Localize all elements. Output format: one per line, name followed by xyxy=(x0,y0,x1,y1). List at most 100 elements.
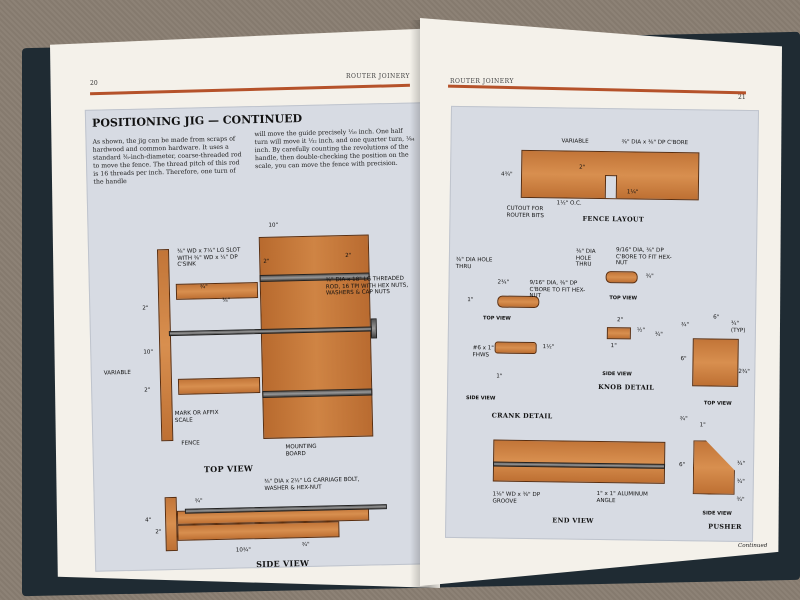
dim-side-3-4b: ¾" xyxy=(301,541,310,549)
caption-crank-detail: CRANK DETAIL xyxy=(491,411,553,421)
crank-note-fhws: #6 x 1" FHWS xyxy=(472,345,494,358)
pusher-side xyxy=(693,440,736,495)
knob-dim-3-4b: ¾" xyxy=(654,331,663,338)
header-rule-right xyxy=(448,84,746,95)
router-cutout xyxy=(604,175,618,199)
note-fence: FENCE xyxy=(181,440,200,447)
caption-side-view: SIDE VIEW xyxy=(256,557,310,570)
drawing-panel-right: VARIABLE ⅜" DIA x ⅜" DP C'BORE 2" 4¾" 1¼… xyxy=(444,105,760,543)
dim-side-10-3-4: 10¾" xyxy=(235,547,252,554)
note-mark-scale: MARK OR AFFIX SCALE xyxy=(174,409,219,424)
dim-2-b: 2" xyxy=(345,252,352,260)
dim-3-8: ⅜" xyxy=(222,297,231,304)
running-head-right: ROUTER JOINERY xyxy=(450,78,514,85)
crank-dim-1: 1" xyxy=(467,297,474,304)
page-number-right: 21 xyxy=(738,94,746,101)
caption-end-view: END VIEW xyxy=(552,516,594,525)
pusher-dim-6b: 6" xyxy=(680,356,687,363)
knob-side xyxy=(606,327,631,340)
end-note-groove: 1⅛" WD x ⅜" DP GROOVE xyxy=(492,491,541,505)
dim-2-d: 2" xyxy=(144,387,151,394)
side-base xyxy=(177,521,340,541)
right-page: ROUTER JOINERY 21 VARIABLE ⅜" DIA x ⅜" D… xyxy=(420,18,782,586)
pusher-dim-3-4: ¾" xyxy=(680,322,690,329)
page-number-left: 20 xyxy=(90,80,98,87)
pusher-top xyxy=(692,338,739,387)
top-view-drawing: 10" 2" 2" 10" 2" 2" ¾" ⅜" VARIABLE ⅜" WD… xyxy=(86,103,424,475)
fence-dim-1-1-2: 1½" O.C. xyxy=(556,200,582,207)
knob-top xyxy=(605,271,638,284)
dim-side-3-4a: ¾" xyxy=(194,498,203,505)
mounting-board xyxy=(258,234,374,439)
paragraph-2: will move the guide precisely ¹⁄₁₆ inch.… xyxy=(254,127,415,171)
knob-dim-1-2: ½" xyxy=(636,327,645,334)
header-rule-left xyxy=(90,83,410,96)
drawing-panel-left: POSITIONING JIG — CONTINUED As shown, th… xyxy=(84,102,436,572)
crank-note-hole: ⅜" DIA HOLE THRU xyxy=(455,256,493,270)
pusher-dim-6c: 6" xyxy=(678,462,686,469)
knob-dim-1: 1" xyxy=(610,343,617,350)
caption-fence-layout: FENCE LAYOUT xyxy=(582,214,645,224)
pusher-dim-3-4d: ¾" xyxy=(737,460,746,468)
crank-note-cbore: 9/16" DIA, ⅜" DP C'BORE TO FIT HEX-NUT xyxy=(529,279,586,300)
crank-dim-1b: 1" xyxy=(496,373,503,380)
fence-piece xyxy=(156,249,174,442)
crank-top-view-label: TOP VIEW xyxy=(483,315,511,322)
knob-top-view-label: TOP VIEW xyxy=(609,295,638,302)
pusher-dim-3-4-typ: ¾" (TYP) xyxy=(730,320,746,334)
pusher-drawing: 6" ¾" ¾" (TYP) 6" 2¾" TOP VIEW ¾" 1" 6" … xyxy=(452,107,758,531)
dim-width-10: 10" xyxy=(268,222,279,229)
pusher-dim-3-4e: ¾" xyxy=(736,478,745,486)
dim-2-a: 2" xyxy=(263,258,270,265)
pusher-side-view-label: SIDE VIEW xyxy=(702,510,732,517)
pusher-dim-2-3-4: 2¾" xyxy=(738,368,750,376)
note-carriage-bolt: ⅜" DIA x 2½" LG CARRIAGE BOLT, WASHER & … xyxy=(264,476,360,492)
caption-top-view: TOP VIEW xyxy=(203,463,254,475)
fence-layout-drawing: VARIABLE ⅜" DIA x ⅜" DP C'BORE 2" 4¾" 1¼… xyxy=(452,107,758,224)
fence-dim-1-1-4: 1¼" xyxy=(626,189,639,196)
left-page: 20 ROUTER JOINERY POSITIONING JIG — CONT… xyxy=(50,28,440,588)
knob-dim-3-4: ¾" xyxy=(645,273,654,280)
side-view-drawing: ⅜" DIA x 2½" LG CARRIAGE BOLT, WASHER & … xyxy=(86,103,424,569)
end-view-drawing: 1⅛" WD x ⅜" DP GROOVE 1" x 1" ALUMINUM A… xyxy=(452,107,758,525)
dim-side-2: 2" xyxy=(155,529,162,536)
knob-note-hole: ⅜" DIA HOLE THRU xyxy=(575,248,596,268)
crank-dim-2-3-4: 2¾" xyxy=(497,279,510,286)
fence-variable: VARIABLE xyxy=(561,138,589,145)
crank-side-view-label: SIDE VIEW xyxy=(465,395,496,402)
fence-note-cutout: CUTOUT FOR ROUTER BITS xyxy=(506,205,545,219)
end-note-angle: 1" x 1" ALUMINUM ANGLE xyxy=(596,490,648,504)
guide-bar-bottom xyxy=(177,377,261,395)
section-title: POSITIONING JIG — CONTINUED xyxy=(91,111,303,130)
note-mounting-board: MOUNTING BOARD xyxy=(285,443,317,457)
note-threaded-rod: ⅜" DIA x 18" LG THREADED ROD, 16 TPI WIT… xyxy=(325,275,409,297)
crank-handle xyxy=(370,318,378,339)
pusher-dim-3-4f: ¾" xyxy=(736,496,745,504)
crank-detail-drawing: ⅜" DIA HOLE THRU 2¾" 9/16" DIA, ⅜" DP C'… xyxy=(452,107,758,420)
label-variable: VARIABLE xyxy=(103,369,132,377)
knob-side-view-label: SIDE VIEW xyxy=(602,371,632,378)
note-slot: ⅜" WD x 7¼" LG SLOT WITH ⅜" WD x ¼" DP C… xyxy=(176,247,241,268)
fence-dim-2: 2" xyxy=(579,164,586,171)
pusher-top-view-label: TOP VIEW xyxy=(703,400,732,407)
paragraph-1: As shown, the jig can be made from scrap… xyxy=(92,135,242,186)
pusher-dim-6: 6" xyxy=(713,314,720,321)
fence-dim-4-3-4: 4¾" xyxy=(501,171,513,178)
running-head-left: ROUTER JOINERY xyxy=(346,73,410,80)
caption-pusher: PUSHER xyxy=(708,522,742,531)
knob-dim-2: 2" xyxy=(617,317,624,324)
dim-side-4: 4" xyxy=(145,517,152,524)
pusher-dim-3-4c: ¾" xyxy=(679,416,688,423)
dim-3-4: ¾" xyxy=(199,284,208,291)
pusher-dim-1: 1" xyxy=(699,422,706,429)
dim-height-10: 10" xyxy=(143,349,154,356)
knob-detail-drawing: ⅜" DIA HOLE THRU 9/16" DIA, ⅜" DP C'BORE… xyxy=(452,107,758,392)
knob-note-cbore: 9/16" DIA, ⅜" DP C'BORE TO FIT HEX-NUT xyxy=(615,247,672,267)
fence-note-cbore: ⅜" DIA x ⅜" DP C'BORE xyxy=(621,139,689,147)
caption-knob-detail: KNOB DETAIL xyxy=(598,382,655,392)
crank-dim-1-1-2: 1½" xyxy=(542,344,555,351)
dim-2-c: 2" xyxy=(142,305,149,312)
continued-note: Continued xyxy=(738,543,768,549)
side-fence xyxy=(164,496,178,552)
guide-bar-top xyxy=(175,282,259,300)
